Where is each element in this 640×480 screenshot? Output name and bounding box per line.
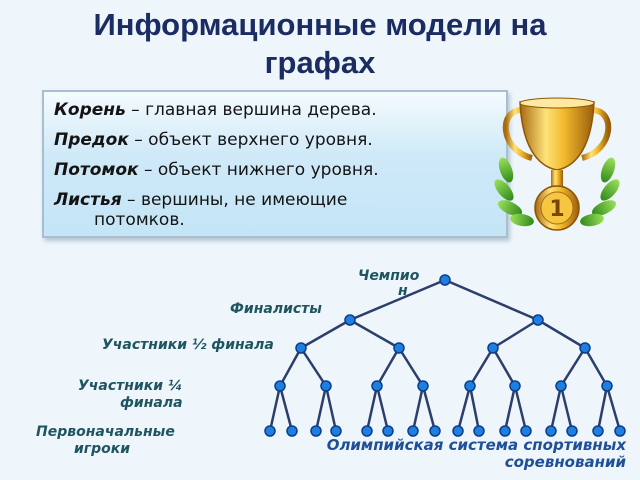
tree-node (473, 425, 485, 437)
tree-node (601, 380, 613, 392)
tree-node (286, 425, 298, 437)
tree-node (545, 425, 557, 437)
tree-edge (456, 385, 472, 432)
tree-node (452, 425, 464, 437)
definition-term: Листья (54, 190, 122, 210)
tree-node (382, 425, 394, 437)
definition-continuation: потомков. (94, 210, 185, 230)
level-label-line: Участники ¼ (78, 378, 183, 394)
tree-edge (583, 347, 609, 387)
tree-node (330, 425, 342, 437)
slide-title-line1: Информационные модели на (93, 7, 547, 42)
tree-edge (314, 385, 328, 432)
tree-node (417, 380, 429, 392)
level-label-finalists: Финалисты (230, 301, 322, 317)
tree-node (274, 380, 286, 392)
tree-edge (468, 347, 495, 387)
tree-edge (397, 347, 425, 387)
definition-descendant: Потомок – объект нижнего уровня. (54, 155, 506, 185)
tree-edge (411, 385, 425, 432)
tree-edge (300, 318, 351, 350)
level-label-line: Первоначальные (36, 424, 175, 440)
tree-edge (596, 385, 609, 432)
level-label-semifinal: Участники ½ финала (102, 337, 274, 353)
level-label-line: н (398, 283, 408, 299)
tree-edge (268, 385, 282, 432)
tree-node (566, 425, 578, 437)
tree-edge (349, 318, 400, 350)
definition-term: Корень (54, 100, 126, 120)
tree-node (407, 425, 419, 437)
level-label-line: финала (120, 395, 183, 411)
slide-title-line2: графах (264, 45, 376, 80)
tree-edge (605, 385, 622, 432)
level-label-line: Чемпио (358, 268, 420, 284)
tree-edge (349, 278, 446, 322)
tree-node (499, 425, 511, 437)
definition-root: Корень – главная вершина дерева. (54, 95, 506, 125)
caption-line2: соревнований (504, 453, 626, 471)
caption: Олимпийская система спортивных соревнова… (266, 437, 626, 471)
tree-edge (491, 347, 517, 387)
tree-node (361, 425, 373, 437)
tree-edge (375, 347, 401, 387)
tree-edge (559, 347, 587, 387)
tree-edge (375, 385, 390, 432)
tree-node (614, 425, 626, 437)
tree-edge (537, 318, 586, 350)
definitions-box: Корень – главная вершина дерева. Предок … (42, 90, 508, 238)
tree-node (509, 380, 521, 392)
tree-node (320, 380, 332, 392)
definition-text: – вершины, не имеющие (121, 190, 348, 210)
tree-edge (559, 385, 574, 432)
level-label-quarterfinal: Участники ¼ финала (78, 378, 218, 412)
tree-node (295, 342, 307, 354)
tree-node (344, 314, 356, 326)
definition-ancestor: Предок – объект верхнего уровня. (54, 125, 506, 155)
tree-edge (503, 385, 517, 432)
definition-text: – объект нижнего уровня. (138, 160, 379, 180)
tree-edge (278, 347, 303, 387)
tree-node (592, 425, 604, 437)
tree-node (429, 425, 441, 437)
level-label-line: игроки (74, 441, 131, 457)
tree-node (464, 380, 476, 392)
tree-node (487, 342, 499, 354)
tree-edge (444, 278, 539, 322)
tree-edge (513, 385, 528, 432)
tree-node (579, 342, 591, 354)
level-label-champion: Чемпио н (358, 268, 438, 300)
tree-edge (278, 385, 294, 432)
definition-text: – объект верхнего уровня. (128, 130, 373, 150)
definition-term: Потомок (54, 160, 139, 180)
tree-node (371, 380, 383, 392)
tree-node (393, 342, 405, 354)
tree-edge (468, 385, 481, 432)
tree-edge (492, 318, 539, 350)
definition-text: – главная вершина дерева. (125, 100, 377, 120)
tree-edge (324, 385, 338, 432)
tree-edge (421, 385, 437, 432)
tree-node (264, 425, 276, 437)
level-label-initial-players: Первоначальные игроки (36, 424, 226, 458)
definition-term: Предок (54, 130, 129, 150)
tree-node (439, 274, 451, 286)
trophy-cup-icon: 1 (494, 97, 620, 231)
tree-edge (299, 347, 328, 387)
caption-line1: Олимпийская система спортивных (326, 436, 626, 454)
tree-node (532, 314, 544, 326)
tree-node (555, 380, 567, 392)
tree-edge (549, 385, 563, 432)
tree-node (310, 425, 322, 437)
svg-text:1: 1 (549, 197, 564, 222)
tree-edge (365, 385, 379, 432)
slide-title: Информационные модели на графах (0, 6, 640, 82)
tree-node (520, 425, 532, 437)
